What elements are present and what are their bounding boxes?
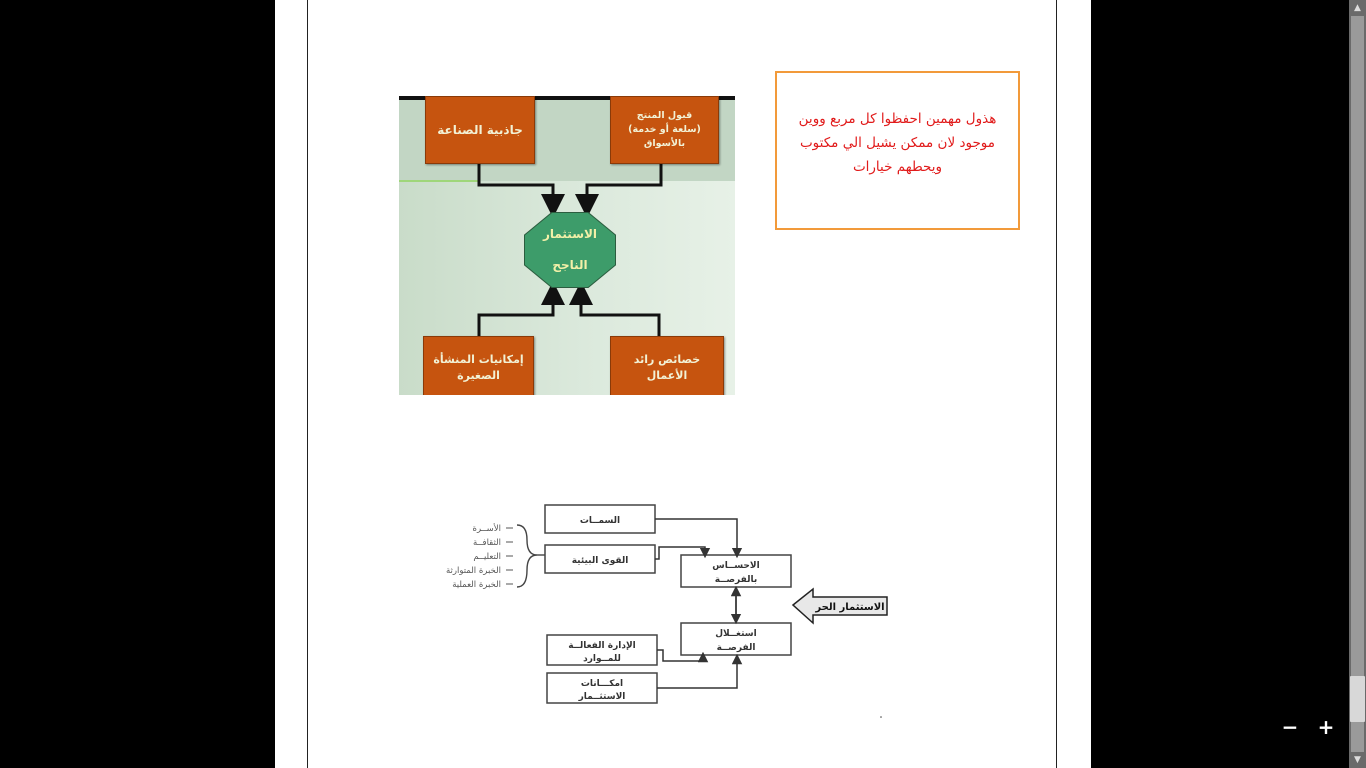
box-enterprise-capabilities: إمكانيات المنشأة الصغيرة — [423, 336, 534, 395]
factor-item: الخبرة العملية — [452, 580, 501, 590]
box-traits-label: السمــات — [580, 516, 620, 526]
success-investment-diagram: جاذبية الصناعة قبول المنتج (سلعة أو خدمة… — [399, 96, 735, 395]
box-sense-label: الاحســاس — [712, 561, 759, 571]
box-industry-attractiveness: جاذبية الصناعة — [425, 96, 535, 164]
zoom-out-button[interactable]: − — [1281, 715, 1299, 739]
factor-item: التعليــم — [473, 552, 501, 562]
box-label: بالأسواق — [643, 138, 686, 150]
box-entrepreneur-traits: خصائص رائد الأعمال — [610, 336, 724, 395]
scroll-track[interactable] — [1351, 16, 1364, 752]
factor-item: الخبرة المتوارثة — [446, 566, 501, 576]
handwritten-note-box: هذول مهمين احفظوا كل مربع ووين موجود لان… — [775, 71, 1020, 230]
note-line: موجود لان ممكن يشيل الي مكتوب — [799, 135, 996, 151]
page-frame — [307, 0, 1057, 768]
box-label: الصغيرة — [457, 369, 500, 382]
box-product-acceptance: قبول المنتج (سلعة أو خدمة) بالأسواق — [610, 96, 719, 164]
box-exploit-label: استغــلال — [715, 629, 756, 639]
factor-list: الأســرة الثقافــة التعليــم الخبرة المت… — [446, 523, 545, 590]
box-sense-label: بالفرصــة — [715, 575, 758, 585]
box-label: الأعمال — [646, 369, 688, 382]
center-octagon: الاستثمار الناجح — [525, 213, 615, 287]
box-exploit-label: الفرصــة — [717, 643, 756, 653]
box-label: جاذبية الصناعة — [437, 123, 523, 137]
note-line: هذول مهمين احفظوا كل مربع ووين — [798, 111, 997, 127]
zoom-in-button[interactable]: + — [1317, 715, 1335, 739]
box-invest-label: الاستثــمار — [578, 692, 626, 702]
box-label: (سلعة أو خدمة) — [628, 123, 701, 135]
box-mgmt-label: الإدارة الفعالــة — [568, 641, 636, 651]
vertical-scrollbar[interactable]: ▲ ▼ — [1349, 0, 1366, 768]
box-label: إمكانيات المنشأة — [433, 352, 524, 366]
center-label: الناجح — [552, 258, 588, 272]
box-label: قبول المنتج — [636, 109, 693, 121]
factor-item: الأســرة — [473, 523, 501, 534]
scroll-down-icon[interactable]: ▼ — [1354, 755, 1361, 765]
diagram-connectors — [399, 162, 663, 336]
box-mgmt-label: للمــوارد — [583, 654, 621, 664]
scroll-thumb[interactable] — [1350, 676, 1365, 722]
box-invest-label: امكـــانات — [581, 679, 623, 689]
free-investment-diagram: الأســرة الثقافــة التعليــم الخبرة المت… — [446, 504, 888, 718]
box-env-label: القوى البيئية — [572, 556, 629, 566]
center-label: الاستثمار — [542, 226, 598, 241]
diagram-top-rule — [399, 96, 735, 100]
box-label: خصائص رائد — [633, 352, 701, 366]
factor-item: الثقافــة — [473, 538, 501, 548]
scroll-up-icon[interactable]: ▲ — [1354, 3, 1361, 13]
free-investment-arrow-label: الاستثمار الحر — [814, 602, 884, 613]
note-line: ويحطهم خيارات — [852, 159, 943, 175]
